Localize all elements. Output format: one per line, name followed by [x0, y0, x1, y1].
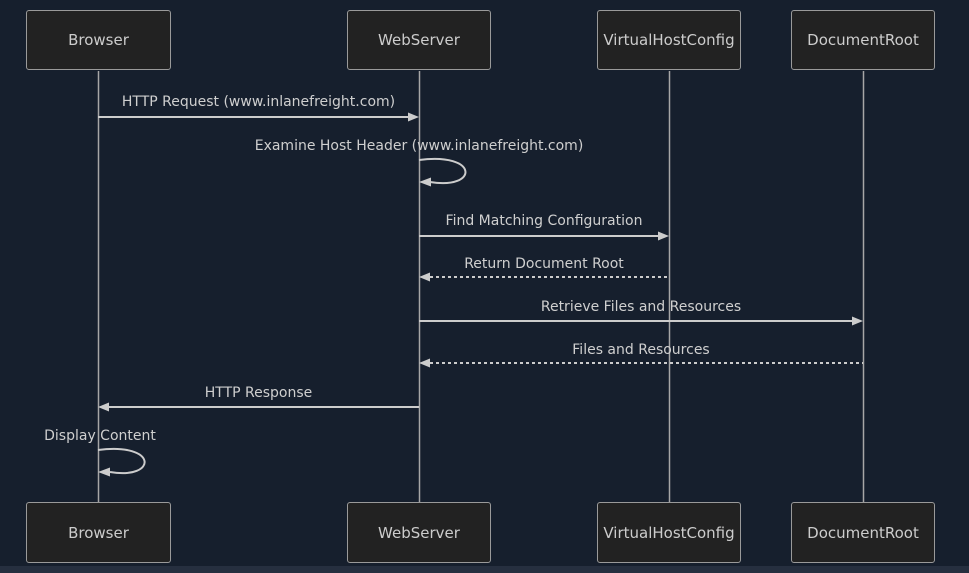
- actor-label: Browser: [68, 31, 129, 49]
- actor-box-webserver-bottom: WebServer: [347, 502, 491, 563]
- arrowhead-left-icon: [98, 402, 109, 412]
- message-label-files-resources: Files and Resources: [572, 342, 710, 358]
- actor-box-browser-top: Browser: [26, 10, 171, 70]
- arrowhead-left-icon: [419, 272, 430, 282]
- actor-box-documentroot-top: DocumentRoot: [791, 10, 935, 70]
- background-footer-strip: [0, 566, 969, 573]
- actor-label: WebServer: [378, 523, 460, 542]
- arrowhead-right-icon: [408, 112, 419, 122]
- arrowhead-left-icon: [419, 177, 431, 187]
- arrowhead-right-icon: [852, 316, 863, 326]
- self-loop-browser: [97, 447, 146, 475]
- actor-label: DocumentRoot: [807, 31, 919, 49]
- message-label-display-content: Display Content: [44, 428, 156, 444]
- actor-box-webserver-top: WebServer: [347, 10, 491, 70]
- actor-label: WebServer: [378, 31, 460, 49]
- actor-box-virtualhostconfig-bottom: VirtualHostConfig: [597, 502, 741, 563]
- arrowhead-left-icon: [98, 467, 110, 477]
- arrowhead-left-icon: [419, 358, 430, 368]
- arrowhead-right-icon: [658, 231, 669, 241]
- actor-box-browser-bottom: Browser: [26, 502, 171, 563]
- message-label-http-response: HTTP Response: [204, 385, 313, 401]
- actor-label: VirtualHostConfig: [603, 31, 735, 49]
- actor-box-virtualhostconfig-top: VirtualHostConfig: [597, 10, 741, 70]
- self-loop-webserver: [418, 157, 467, 185]
- actor-label: DocumentRoot: [807, 523, 919, 542]
- actor-label: VirtualHostConfig: [603, 523, 735, 542]
- message-label-examine-host-header: Examine Host Header (www.inlanefreight.c…: [254, 138, 584, 154]
- message-label-http-request: HTTP Request (www.inlanefreight.com): [121, 94, 396, 110]
- actor-box-documentroot-bottom: DocumentRoot: [791, 502, 935, 563]
- message-label-return-docroot: Return Document Root: [464, 256, 624, 272]
- message-label-find-config: Find Matching Configuration: [445, 213, 643, 229]
- message-label-retrieve-files: Retrieve Files and Resources: [540, 299, 742, 315]
- actor-label: Browser: [68, 523, 129, 542]
